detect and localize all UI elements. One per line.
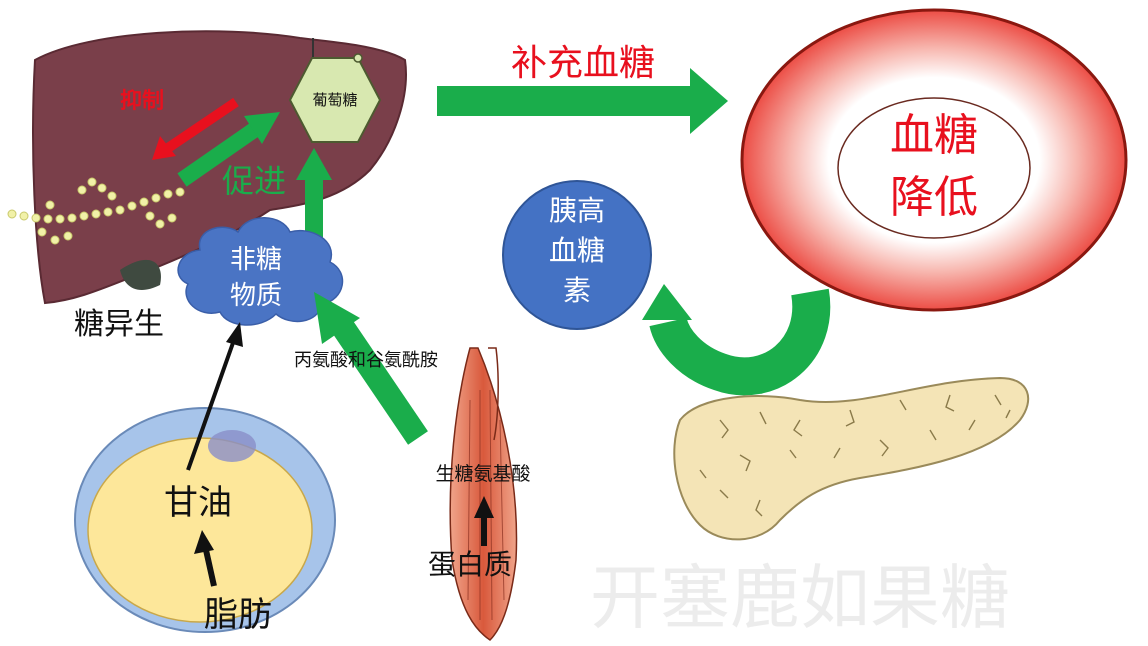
arrow-nonsugar-to-glucose — [296, 148, 332, 238]
arrow-protein-to-aa — [474, 496, 494, 546]
fat-label: 脂肪 — [204, 595, 272, 635]
low-sugar-line2: 降低 — [890, 172, 978, 223]
red-blood-cell: 血糖 降低 — [740, 8, 1128, 312]
glucagon-line2: 血糖 — [549, 234, 605, 267]
arrow-fat-to-glycerol — [194, 530, 217, 587]
arrow-muscle-to-nonsugar — [314, 292, 428, 445]
ala-gln-label: 丙氨酸和谷氨酰胺 — [294, 350, 438, 371]
arrow-glycerol-to-nonsugar — [186, 322, 243, 471]
replenish-label: 补充血糖 — [511, 43, 655, 84]
feedback-curved-arrow — [642, 284, 831, 396]
glycerol-label: 甘油 — [164, 483, 232, 523]
inhibit-arrow — [152, 97, 239, 160]
non-sugar-line1: 非糖 — [230, 245, 282, 275]
glucagon-line3: 素 — [563, 274, 591, 307]
gluconeogenesis-label: 糖异生 — [74, 307, 164, 342]
protein-label: 蛋白质 — [428, 548, 512, 581]
inhibit-label: 抑制 — [120, 89, 164, 114]
promote-arrow — [177, 112, 280, 187]
glucogenic-aa-label: 生糖氨基酸 — [435, 463, 530, 485]
watermark: 开塞鹿如果糖 — [590, 557, 1010, 639]
non-sugar-line2: 物质 — [230, 281, 282, 311]
muscle — [449, 347, 518, 641]
glucose-label: 葡萄糖 — [312, 91, 357, 109]
pancreas — [673, 376, 1030, 541]
glucose-hexagon: 葡萄糖 — [288, 53, 382, 143]
promote-label: 促进 — [222, 162, 286, 200]
glucagon-circle: 胰高 血糖 素 — [502, 180, 652, 330]
glycogen-chain — [7, 177, 185, 245]
replenish-arrow — [437, 68, 728, 134]
low-sugar-line1: 血糖 — [890, 110, 978, 161]
glucagon-line1: 胰高 — [549, 194, 605, 227]
fat-cell — [74, 407, 336, 633]
non-sugar-cloud: 非糖 物质 — [177, 217, 344, 326]
